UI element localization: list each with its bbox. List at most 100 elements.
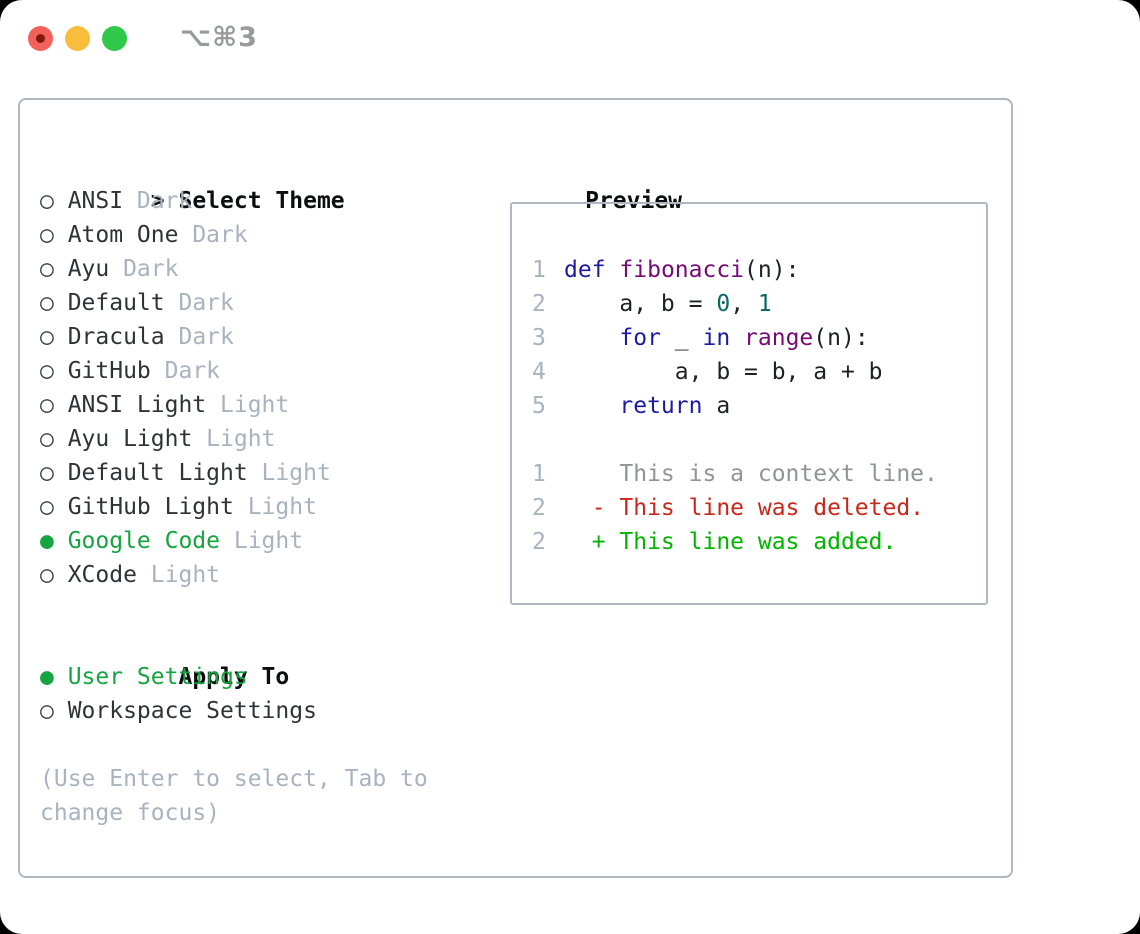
minimize-button[interactable] [65, 26, 90, 51]
code-token: , [730, 291, 758, 317]
theme-option-default-light[interactable]: ○ Default Light Light [40, 456, 454, 490]
theme-variant: Light [206, 392, 290, 418]
help-text: (Use Enter to select, Tab to change focu… [40, 766, 428, 826]
code-token: a, b = [564, 291, 717, 317]
code-token: return [619, 393, 703, 419]
code-line: 3 for _ in range(n): [532, 321, 976, 355]
theme-option-ansi-light[interactable]: ○ ANSI Light Light [40, 388, 454, 422]
theme-name: Atom One [67, 222, 179, 248]
radio-icon: ○ [40, 494, 54, 520]
line-number: 2 [532, 495, 546, 521]
apply-option-label: Workspace Settings [67, 698, 317, 724]
theme-list: ○ ANSI Dark ○ Atom One Dark ○ Ayu Dark ○ Defaul… [40, 184, 454, 592]
radio-icon: ○ [40, 426, 54, 452]
radio-icon: ○ [40, 222, 54, 248]
theme-variant: Dark [150, 358, 221, 384]
cursor-icon: > [150, 188, 165, 214]
code-token: 1 [757, 291, 772, 317]
theme-name: ANSI [67, 188, 124, 214]
radio-icon: ○ [40, 324, 54, 350]
theme-option-xcode[interactable]: ○XCode Light [40, 558, 454, 592]
line-number: 1 [532, 257, 546, 283]
theme-option-ayu-light[interactable]: ○ Ayu Light Light [40, 422, 454, 456]
theme-name: Ayu Light [67, 426, 193, 452]
apply-option-label: User Settings [67, 664, 248, 690]
select-theme-title: Select Theme [178, 188, 345, 214]
radio-selected-icon: ● [40, 664, 54, 690]
zoom-button[interactable] [102, 26, 127, 51]
diff-line-added: 2 + This line was added. [532, 525, 976, 559]
apply-to-list: ● User Settings ○ Workspace Settings [40, 660, 454, 728]
code-token: (n): [813, 325, 869, 351]
theme-option-dracula[interactable]: ○ Dracula Dark [40, 320, 454, 354]
theme-name: XCode [67, 562, 137, 588]
theme-name: Default Light [67, 460, 248, 486]
theme-option-ansi[interactable]: ○ANSI Dark [40, 184, 454, 218]
close-button[interactable] [28, 26, 53, 51]
preview-title: Preview [585, 188, 683, 214]
apply-to-title: Apply To [178, 664, 290, 690]
window-title: ⌥⌘3 [180, 22, 258, 53]
code-token [606, 257, 620, 283]
line-number: 3 [532, 325, 546, 351]
radio-icon: ○ [40, 460, 54, 486]
apply-option-workspace-settings[interactable]: ○ Workspace Settings [40, 694, 454, 728]
theme-name: GitHub [67, 358, 151, 384]
radio-icon: ○ [40, 290, 54, 316]
select-theme-header: > Select Theme [40, 150, 454, 214]
radio-selected-icon: ● [40, 528, 54, 554]
code-token: for [619, 325, 661, 351]
theme-name: Default [67, 290, 165, 316]
line-number: 5 [532, 393, 546, 419]
theme-variant: Light [136, 562, 221, 588]
code-token [730, 325, 744, 351]
radio-icon: ○ [40, 256, 54, 282]
diff-line-deleted: 2 - This line was deleted. [532, 491, 976, 525]
radio-icon: ○ [40, 358, 54, 384]
theme-option-github-light[interactable]: ○GitHub Light Light [40, 490, 454, 524]
code-line: 5 return a [532, 389, 976, 423]
radio-icon: ○ [40, 188, 54, 214]
apply-option-user-settings[interactable]: ● User Settings [40, 660, 454, 694]
line-number: 1 [532, 461, 546, 487]
theme-variant: Dark [164, 290, 234, 316]
radio-icon: ○ [40, 698, 54, 724]
radio-icon: ○ [40, 392, 54, 418]
code-token: 0 [716, 291, 731, 317]
code-token: in [702, 325, 731, 351]
theme-option-github[interactable]: ○ GitHub Dark [40, 354, 454, 388]
code-token: range [744, 325, 814, 351]
theme-variant: Dark [164, 324, 234, 350]
theme-variant: Light [220, 528, 304, 554]
code-token: def [564, 257, 606, 283]
theme-name: ANSI Light [67, 392, 207, 418]
code-token: a [702, 393, 731, 419]
theme-name: Dracula [67, 324, 165, 350]
spacer [40, 728, 454, 762]
apply-to-header: Apply To [40, 626, 454, 690]
code-token [564, 325, 619, 351]
theme-option-atom-one[interactable]: ○Atom One Dark [40, 218, 454, 252]
code-line: 2 a, b = 0, 1 [532, 287, 976, 321]
diff-text: This is a context line. [564, 461, 938, 487]
line-number: 4 [532, 359, 546, 385]
theme-name: Ayu [67, 256, 110, 282]
code-token: _ [660, 325, 703, 351]
theme-selector-panel: > Select Theme ○ ANSI Dark ○ Atom One Dark ○ A… [18, 98, 1013, 878]
theme-option-ayu[interactable]: ○ Ayu Dark [40, 252, 454, 286]
close-dot-icon [36, 34, 45, 43]
theme-variant: Light [247, 460, 331, 486]
theme-option-google-code[interactable]: ●Google Code Light [40, 524, 454, 558]
theme-variant: Dark [109, 256, 179, 282]
theme-option-default[interactable]: ○ Default Dark [40, 286, 454, 320]
preview-header: Preview [502, 150, 682, 214]
theme-variant: Light [192, 426, 276, 452]
diff-line-context: 1 This is a context line. [532, 457, 976, 491]
spacer [40, 592, 454, 626]
spacer [532, 423, 976, 457]
code-line: 4 a, b = b, a + b [532, 355, 976, 389]
